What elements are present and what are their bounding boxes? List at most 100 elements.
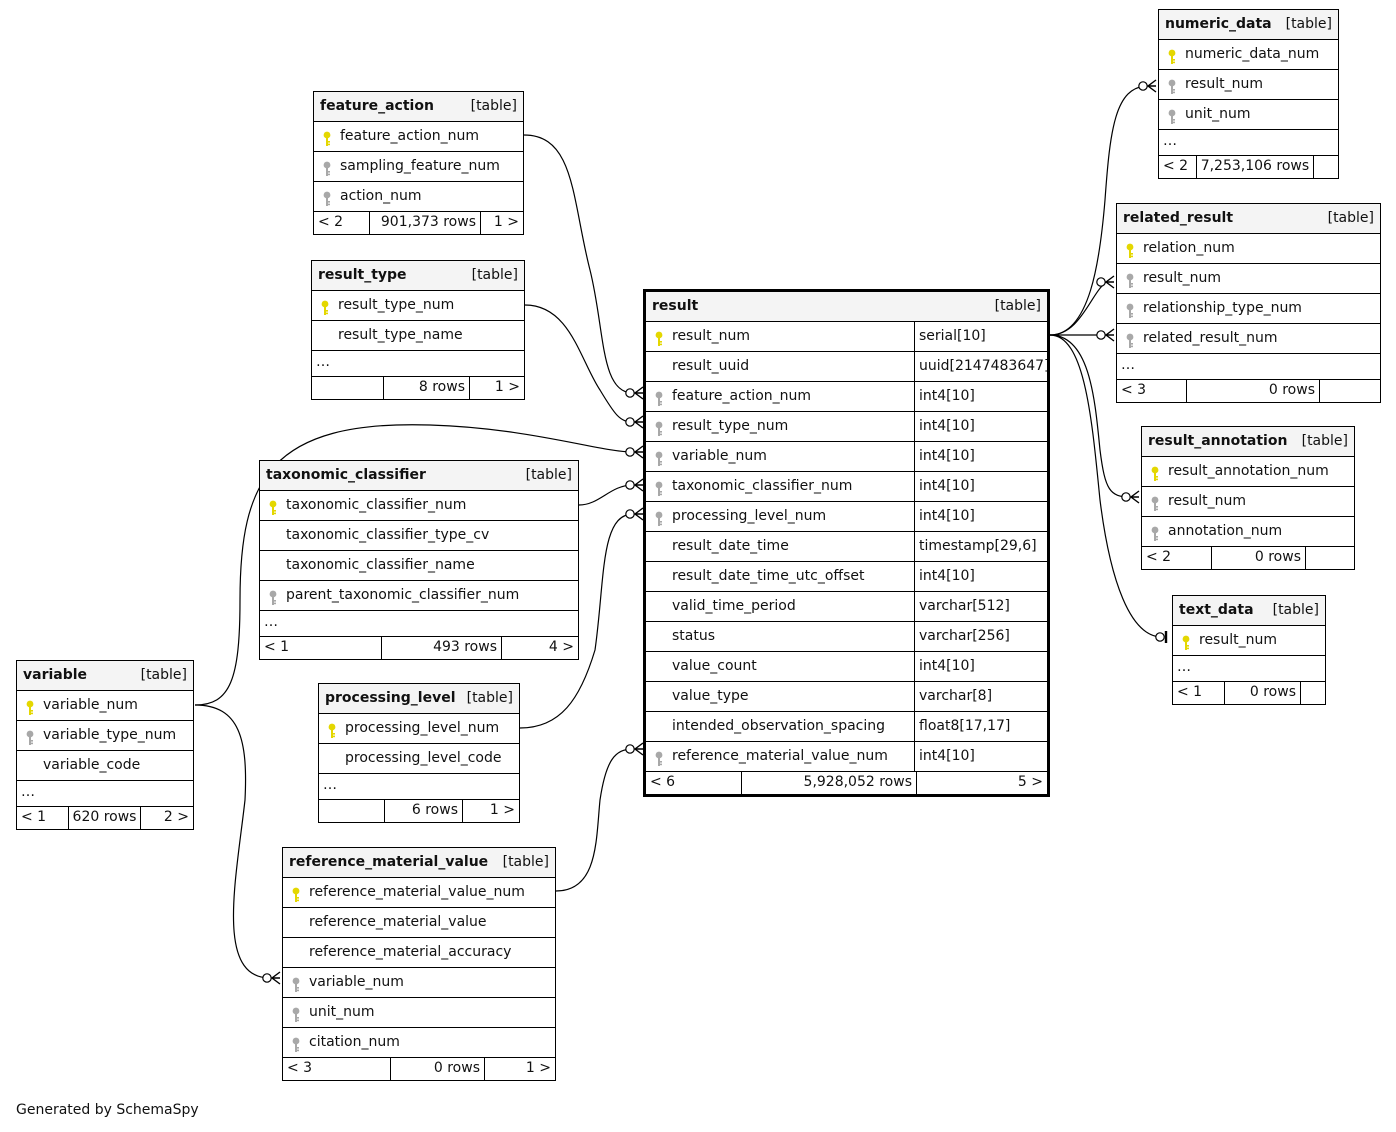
column-row[interactable]: taxonomic_classifier_name [260,551,578,581]
table-name[interactable]: numeric_data [1165,16,1272,32]
table-result-annotation[interactable]: result_annotation[table]result_annotatio… [1141,426,1355,570]
children-count[interactable]: 1 > [493,214,519,230]
column-row[interactable]: variable_num [283,968,555,998]
table-name[interactable]: processing_level [325,690,456,706]
foreign-key-icon [1167,107,1177,124]
table-name[interactable]: result_annotation [1148,433,1288,449]
parents-count[interactable] [319,800,385,822]
column-row[interactable]: variable_code [17,751,193,781]
column-row[interactable]: result_type_name [312,321,524,351]
column-row[interactable]: result_type_num [312,291,524,321]
children-count[interactable] [1314,156,1338,178]
children-count[interactable]: 1 > [494,379,520,395]
column-row[interactable]: related_result_num [1117,324,1380,354]
column-row[interactable]: relation_num [1117,234,1380,264]
children-count[interactable]: 2 > [163,809,189,825]
table-name[interactable]: variable [23,667,88,683]
column-row[interactable]: result_annotation_num [1142,457,1354,487]
column-row[interactable]: annotation_num [1142,517,1354,547]
table-name[interactable]: reference_material_value [289,854,489,870]
table-reference-material-value[interactable]: reference_material_value[table]reference… [282,847,556,1081]
parents-count[interactable]: < 2 [1142,547,1212,569]
parents-count[interactable]: < 1 [17,807,69,829]
column-name: result_type_num [646,412,914,441]
parents-count[interactable]: < 3 [1117,380,1187,402]
column-row[interactable]: reference_material_value [283,908,555,938]
column-name: variable_code [17,751,193,780]
parents-count[interactable]: < 2 [314,212,370,234]
column-row[interactable]: sampling_feature_num [314,152,523,182]
table-name[interactable]: result_type [318,267,407,283]
column-row[interactable]: reference_material_accuracy [283,938,555,968]
table-name[interactable]: taxonomic_classifier [266,467,426,483]
table-taxonomic-classifier[interactable]: taxonomic_classifier[table]taxonomic_cla… [259,460,579,660]
table-name[interactable]: feature_action [320,98,434,114]
column-row[interactable]: parent_taxonomic_classifier_num [260,581,578,611]
children-count[interactable]: 1 > [525,1060,551,1076]
column-row[interactable]: feature_action_num [314,122,523,152]
table-name[interactable]: text_data [1179,602,1254,618]
table-name[interactable]: result [652,298,699,314]
column-row[interactable]: processing_level_code [319,744,519,774]
column-row[interactable]: variable_num [17,691,193,721]
column-name: result_num [646,322,914,351]
children-count[interactable] [1301,682,1325,704]
column-row[interactable]: numeric_data_num [1159,40,1338,70]
table-name[interactable]: related_result [1123,210,1234,226]
parents-count[interactable]: < 6 [646,772,742,794]
column-row[interactable]: result_num [1159,70,1338,100]
table-header: processing_level [table] [319,684,519,714]
column-row[interactable]: relationship_type_num [1117,294,1380,324]
parents-count[interactable]: < 1 [1173,682,1225,704]
children-count[interactable] [1306,547,1354,569]
column-row[interactable]: processing_level_num [319,714,519,744]
column-name: result_date_time_utc_offset [646,562,914,591]
column-row[interactable]: result_num [1142,487,1354,517]
children-count[interactable]: 5 > [1017,774,1043,790]
parents-count[interactable]: < 1 [260,637,382,659]
column-row[interactable]: unit_num [1159,100,1338,130]
parents-count[interactable]: < 2 [1159,156,1197,178]
parents-count[interactable]: < 3 [283,1058,391,1080]
column-row[interactable]: taxonomic_classifier_type_cv [260,521,578,551]
column-row[interactable]: variable_type_num [17,721,193,751]
column-row[interactable]: unit_num [283,998,555,1028]
children-count[interactable] [1320,380,1380,402]
column-name: result_annotation_num [1142,457,1354,486]
column-row[interactable]: result_num [1173,626,1325,656]
table-processing-level[interactable]: processing_level [table] processing_level_… [318,683,520,823]
column-row[interactable]: action_num [314,182,523,212]
children-count[interactable]: 1 > [489,802,515,818]
parents-count[interactable] [312,377,384,399]
table-type-tag: [table] [466,690,513,706]
column-row[interactable]: citation_num [283,1028,555,1058]
zero-many-marker-circle [1096,330,1106,340]
column-row[interactable]: taxonomic_classifier_num [260,491,578,521]
children-count[interactable]: 4 > [548,639,574,655]
column-row[interactable]: reference_material_value_num [283,878,555,908]
column-row[interactable]: result_num [1117,264,1380,294]
